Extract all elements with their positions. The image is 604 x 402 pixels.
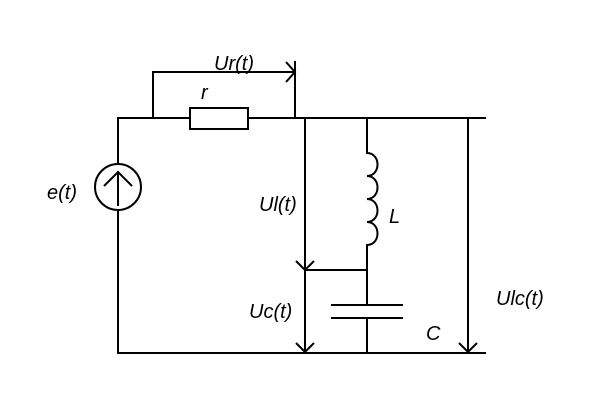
label-r: r: [201, 82, 209, 104]
label-e: e(t): [47, 182, 77, 204]
label-ul: Ul(t): [259, 194, 297, 216]
uc-arrow-head: [295, 342, 315, 354]
label-uc: Uc(t): [249, 301, 292, 323]
label-c: C: [426, 323, 441, 345]
label-ur: Ur(t): [214, 53, 254, 75]
label-ulc: Ulc(t): [496, 288, 544, 310]
resistor-r: [189, 107, 249, 130]
label-l: L: [389, 206, 400, 228]
ur-arrow-head: [285, 61, 297, 83]
ulc-arrow-head: [458, 342, 478, 354]
source-arrow-head: [103, 170, 133, 187]
inductor-l: [365, 151, 379, 247]
